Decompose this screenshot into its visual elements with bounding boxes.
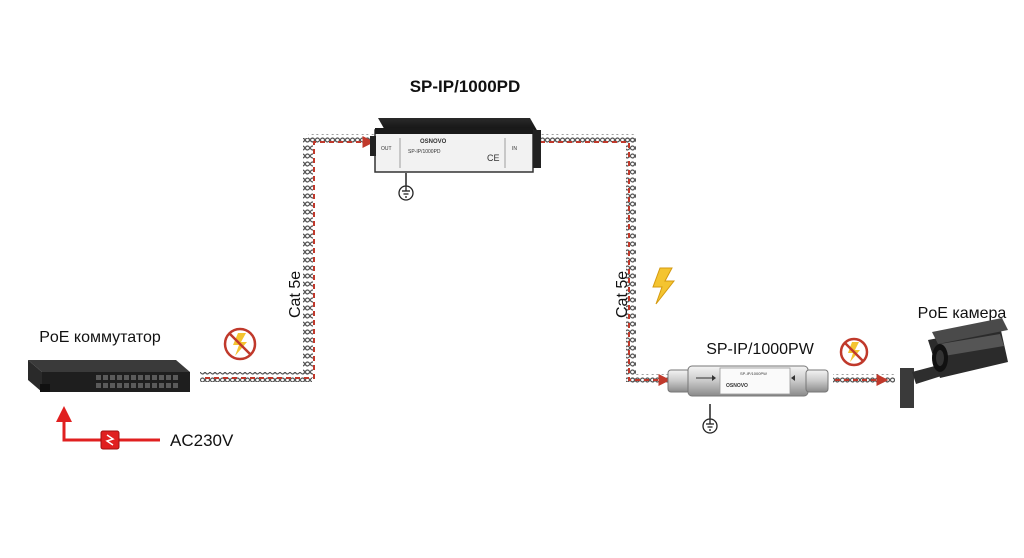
no-surge-icon bbox=[839, 337, 869, 367]
switch-label: PoE коммутатор bbox=[39, 329, 161, 346]
pw-device-title: SP-IP/1000PW bbox=[706, 341, 815, 358]
switch-port bbox=[110, 383, 115, 388]
switch-port bbox=[173, 375, 178, 380]
switch-port bbox=[103, 375, 108, 380]
power-label: AC230V bbox=[170, 431, 234, 450]
cable-label-left: Cat 5e bbox=[287, 271, 304, 318]
switch-port bbox=[145, 375, 150, 380]
switch-port bbox=[110, 375, 115, 380]
ground-icon bbox=[398, 173, 414, 201]
pd-port-out: OUT bbox=[381, 146, 392, 152]
switch-port bbox=[145, 383, 150, 388]
pd-device-title: SP-IP/1000PD bbox=[410, 77, 521, 96]
no-surge-icon bbox=[223, 327, 257, 361]
switch-port bbox=[96, 383, 101, 388]
fuse-icon bbox=[100, 430, 120, 450]
switch-port bbox=[131, 383, 136, 388]
pd-port-in: IN bbox=[512, 146, 517, 152]
switch-port bbox=[117, 375, 122, 380]
pw-model: SP-IP/1000PW bbox=[740, 371, 767, 376]
switch-port bbox=[103, 383, 108, 388]
pw-device: OSNOVO SP-IP/1000PW bbox=[667, 365, 829, 397]
pd-brand: OSNOVO bbox=[420, 139, 447, 145]
switch-port bbox=[152, 375, 157, 380]
cable-camera bbox=[833, 374, 895, 386]
svg-text:CE: CE bbox=[487, 153, 500, 163]
poe-switch bbox=[28, 360, 190, 392]
switch-port bbox=[138, 375, 143, 380]
camera-icon bbox=[900, 318, 1008, 408]
cable-left bbox=[200, 134, 380, 382]
switch-port bbox=[159, 383, 164, 388]
switch-port bbox=[159, 375, 164, 380]
cable-right bbox=[535, 134, 674, 386]
switch-port bbox=[166, 375, 171, 380]
pd-model: SP-IP/1000PD bbox=[408, 149, 441, 155]
switch-port bbox=[173, 383, 178, 388]
pd-device: OSNOVO SP-IP/1000PD OUT IN CE bbox=[370, 118, 541, 173]
switch-ports bbox=[96, 375, 178, 388]
power-line bbox=[56, 406, 160, 442]
switch-port bbox=[117, 383, 122, 388]
ground-icon bbox=[702, 404, 718, 434]
camera-label: PoE камера bbox=[918, 305, 1007, 322]
switch-port bbox=[124, 383, 129, 388]
switch-port bbox=[138, 383, 143, 388]
switch-port bbox=[152, 383, 157, 388]
switch-port bbox=[131, 375, 136, 380]
switch-port bbox=[96, 375, 101, 380]
pw-brand: OSNOVO bbox=[726, 383, 748, 389]
cable-label-right: Cat 5e bbox=[614, 271, 631, 318]
lightning-icon bbox=[652, 267, 676, 305]
switch-port bbox=[124, 375, 129, 380]
switch-port bbox=[166, 383, 171, 388]
